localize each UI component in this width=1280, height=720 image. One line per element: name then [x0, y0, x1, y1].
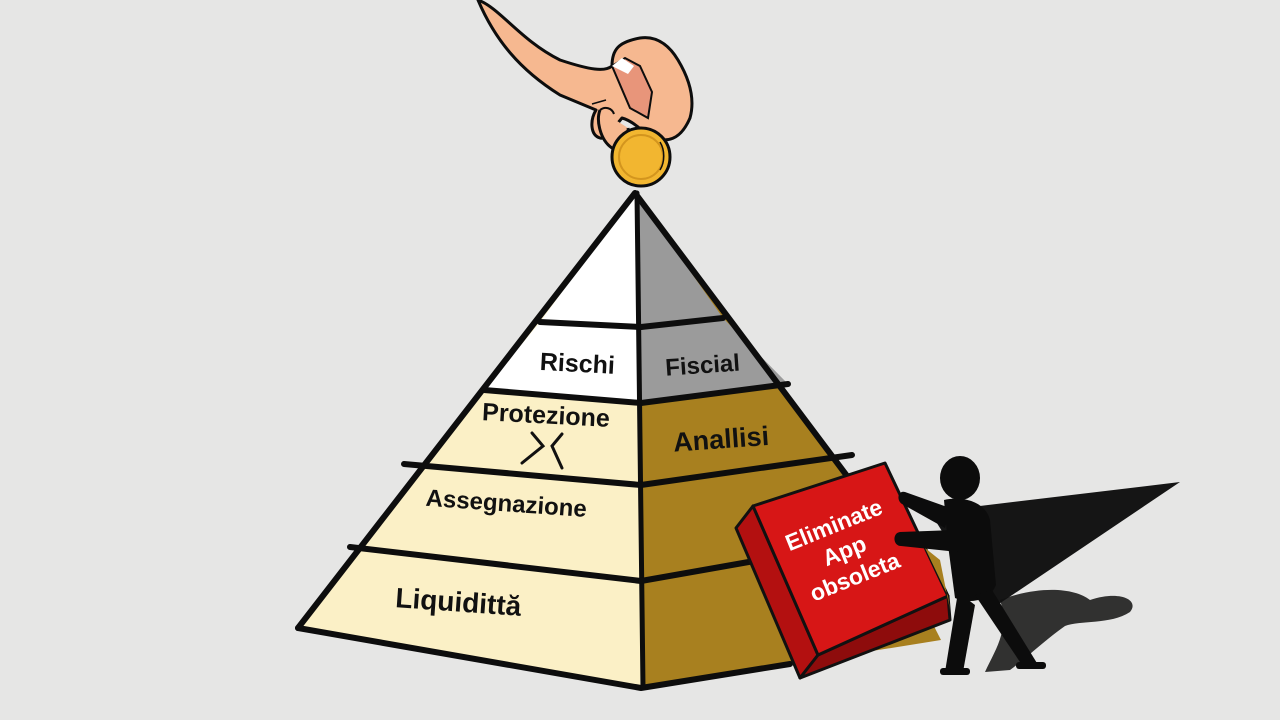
silhouette-figure [894, 456, 1046, 675]
layer-label-rischi: Rischi [539, 348, 615, 380]
pyramid-top-left [540, 193, 641, 327]
layer-label-protezione: Protezione [481, 398, 610, 433]
pyramid: Rischi Protezione Assegnazione Liquiditt… [295, 190, 941, 691]
layer-label-fiscial: Fiscial [664, 350, 740, 382]
layer-label-anallisi: Anallisi [672, 421, 770, 458]
red-block: Eliminate App obsoleta [734, 461, 952, 680]
hand [476, 0, 694, 150]
crack-marks [520, 431, 564, 470]
coin [610, 126, 672, 188]
